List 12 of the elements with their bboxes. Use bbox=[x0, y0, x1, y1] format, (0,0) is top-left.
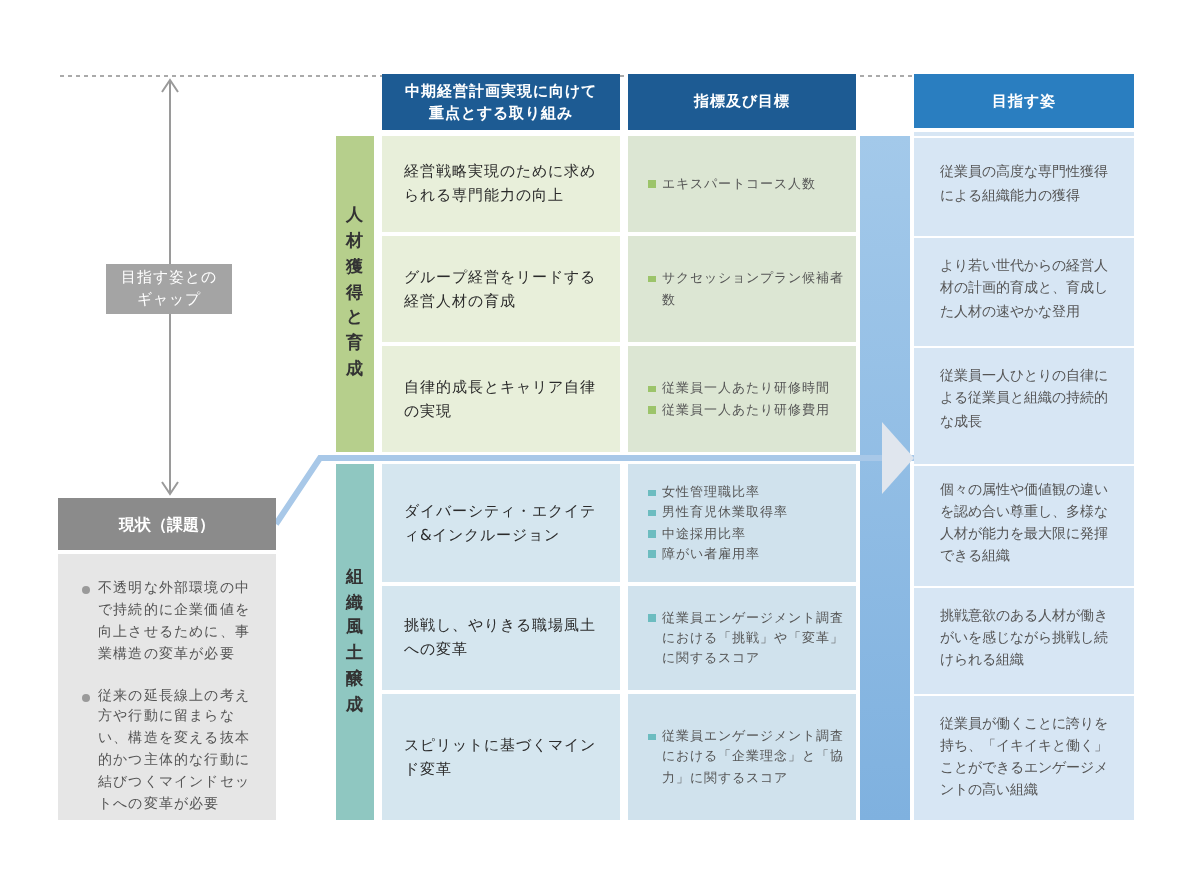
metric-cell bbox=[628, 586, 856, 690]
metric-cell bbox=[628, 236, 856, 342]
metric-cell bbox=[628, 694, 856, 820]
category-band: 人材獲得と育成 bbox=[336, 136, 374, 452]
issue-panel bbox=[58, 498, 276, 820]
metric-cell bbox=[628, 136, 856, 232]
goal-panel bbox=[914, 74, 1134, 820]
metric-cell bbox=[628, 464, 856, 582]
arrow bbox=[273, 136, 914, 820]
panel-header: 現状（課題） bbox=[58, 498, 276, 554]
category-band: 組織風土醸成 bbox=[336, 464, 374, 820]
metric-cell bbox=[628, 346, 856, 452]
